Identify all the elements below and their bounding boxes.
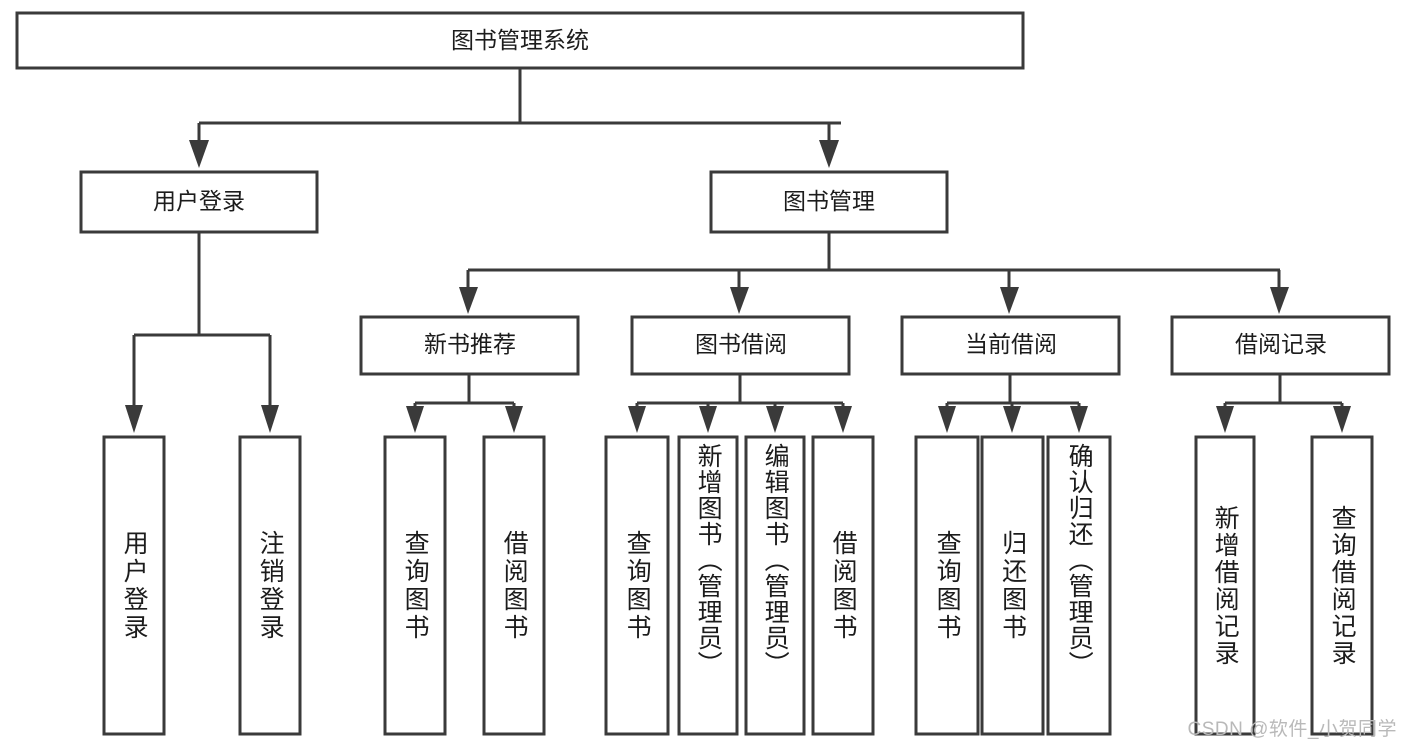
arrow-head-leaf-user-login: [125, 405, 143, 433]
node-borrow-record-box[interactable]: [1170, 315, 1391, 376]
node-current-borrow[interactable]: 当前借阅: [900, 315, 1121, 376]
arrow-head-leaf-query-record: [1333, 406, 1351, 433]
arrow-head-leaf-query-book-3: [938, 406, 956, 433]
leaf-box-query-book-2[interactable]: [604, 435, 670, 736]
connector-group-book-borrow: [628, 374, 852, 433]
node-book-borrow-box[interactable]: [630, 315, 851, 376]
node-book-borrow-label: 图书借阅: [695, 331, 787, 357]
leaf-box-borrow-book-1[interactable]: [482, 435, 546, 736]
leaf-box-add-record[interactable]: [1194, 435, 1256, 736]
node-book-manage[interactable]: 图书管理: [709, 170, 949, 234]
connector-group-user-login: [125, 232, 279, 433]
arrow-head-leaf-add-book: [699, 406, 717, 433]
arrow-head-leaf-query-book-1: [406, 406, 424, 433]
node-user-login[interactable]: 用户登录: [79, 170, 319, 234]
connector-group-current-borrow: [938, 374, 1088, 433]
arrow-head-current-borrow: [1000, 287, 1019, 314]
node-new-book-recommend-box[interactable]: [359, 315, 580, 376]
arrow-head-user-login: [189, 140, 209, 168]
leaf-box-confirm-return[interactable]: [1046, 435, 1112, 736]
arrow-head-leaf-query-book-2: [628, 406, 646, 433]
leaf-box-query-record[interactable]: [1310, 435, 1374, 736]
node-borrow-record[interactable]: 借阅记录: [1170, 315, 1391, 376]
leaf-box-borrow-book-2[interactable]: [811, 435, 875, 736]
leaf-box-return-book[interactable]: [980, 435, 1045, 736]
arrow-head-book-borrow: [730, 287, 749, 314]
leaf-box-query-book-1[interactable]: [383, 435, 447, 736]
watermark-text: CSDN @软件_小贺同学: [1187, 719, 1397, 740]
node-current-borrow-box[interactable]: [900, 315, 1121, 376]
node-book-manage-label: 图书管理: [783, 188, 875, 214]
connector-group-root: [189, 68, 841, 168]
leaf-box-edit-book[interactable]: [744, 435, 806, 736]
arrow-head-leaf-confirm-return: [1070, 406, 1088, 433]
connector-group-borrow-record: [1216, 374, 1351, 433]
node-root[interactable]: 图书管理系统: [15, 11, 1025, 70]
arrow-head-leaf-edit-book: [766, 406, 784, 433]
node-new-book-recommend-label: 新书推荐: [424, 331, 516, 357]
arrow-head-new-book-recommend: [459, 287, 478, 314]
node-book-borrow[interactable]: 图书借阅: [630, 315, 851, 376]
arrow-head-leaf-logout: [261, 405, 279, 433]
node-root-label: 图书管理系统: [451, 27, 589, 53]
leaf-box-add-book[interactable]: [677, 435, 739, 736]
connector-group-new-book-recommend: [406, 374, 523, 433]
arrow-head-leaf-return-book: [1003, 406, 1021, 433]
node-user-login-label: 用户登录: [153, 188, 245, 214]
leaf-boxes: [102, 435, 1374, 736]
arrow-head-leaf-borrow-book-1: [505, 406, 523, 433]
leaf-box-query-book-3[interactable]: [914, 435, 980, 736]
node-user-login-box[interactable]: [79, 170, 319, 234]
connector-group-book-manage: [459, 232, 1289, 314]
leaf-box-logout[interactable]: [238, 435, 302, 736]
node-current-borrow-label: 当前借阅: [965, 331, 1057, 357]
node-new-book-recommend[interactable]: 新书推荐: [359, 315, 580, 376]
node-book-manage-box[interactable]: [709, 170, 949, 234]
arrow-head-leaf-add-record: [1216, 406, 1234, 433]
arrow-head-leaf-borrow-book-2: [834, 406, 852, 433]
leaf-box-user-login[interactable]: [102, 435, 166, 736]
arrow-head-book-manage: [819, 140, 839, 168]
node-borrow-record-label: 借阅记录: [1235, 331, 1327, 357]
arrow-head-borrow-record: [1270, 287, 1289, 314]
node-root-box[interactable]: [15, 11, 1025, 70]
